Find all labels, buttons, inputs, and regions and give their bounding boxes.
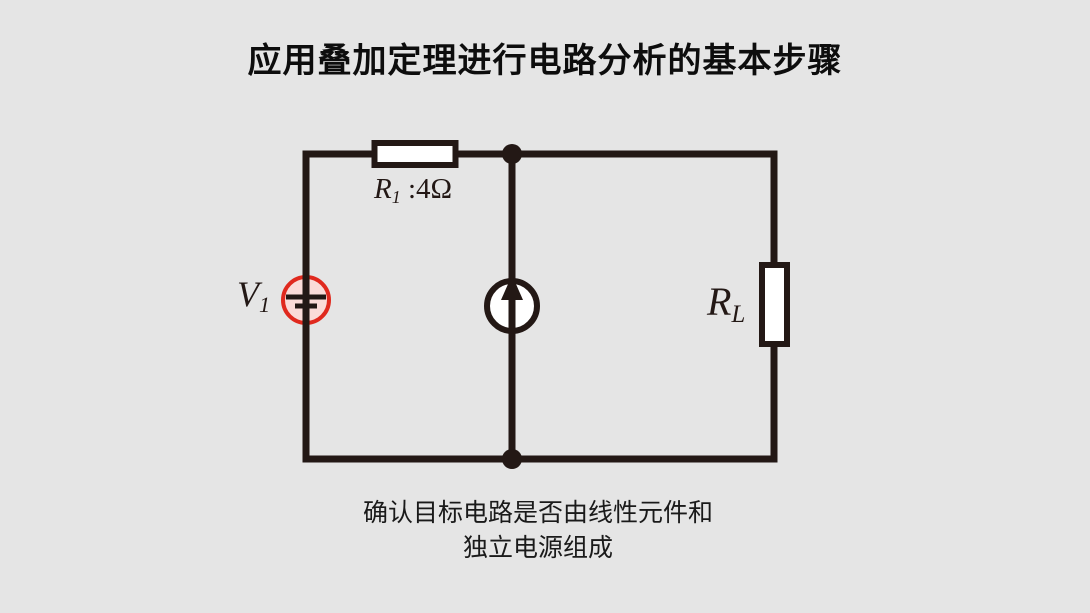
circuit-loop-wire: [302, 150, 778, 463]
resistor-r1-label: R1 :4Ω: [374, 172, 452, 206]
junction-dot-bottom: [502, 449, 522, 469]
page-title: 应用叠加定理进行电路分析的基本步骤: [247, 42, 843, 80]
load-resistor-icon: [759, 262, 790, 347]
voltage-source-label-base: V: [237, 274, 259, 314]
resistor-r1-icon: [371, 140, 459, 168]
voltage-source-label-sub: 1: [259, 292, 271, 318]
load-resistor-label-sub: L: [731, 300, 746, 328]
step-caption-line2: 独立电源组成: [462, 534, 613, 562]
junction-dot-top: [502, 144, 522, 164]
current-arrow-icon: [501, 275, 523, 300]
load-resistor-label: RL: [707, 278, 746, 328]
voltage-source-label: V1: [237, 272, 270, 316]
step-caption: 确认目标电路是否由线性元件和 独立电源组成: [0, 496, 1076, 566]
step-caption-line1: 确认目标电路是否由线性元件和: [362, 499, 713, 527]
load-resistor-label-base: R: [707, 279, 732, 324]
resistor-r1-label-sub: 1: [391, 187, 401, 208]
resistor-r1-label-base: R: [374, 173, 392, 205]
resistor-r1-label-value: :4Ω: [400, 173, 453, 205]
